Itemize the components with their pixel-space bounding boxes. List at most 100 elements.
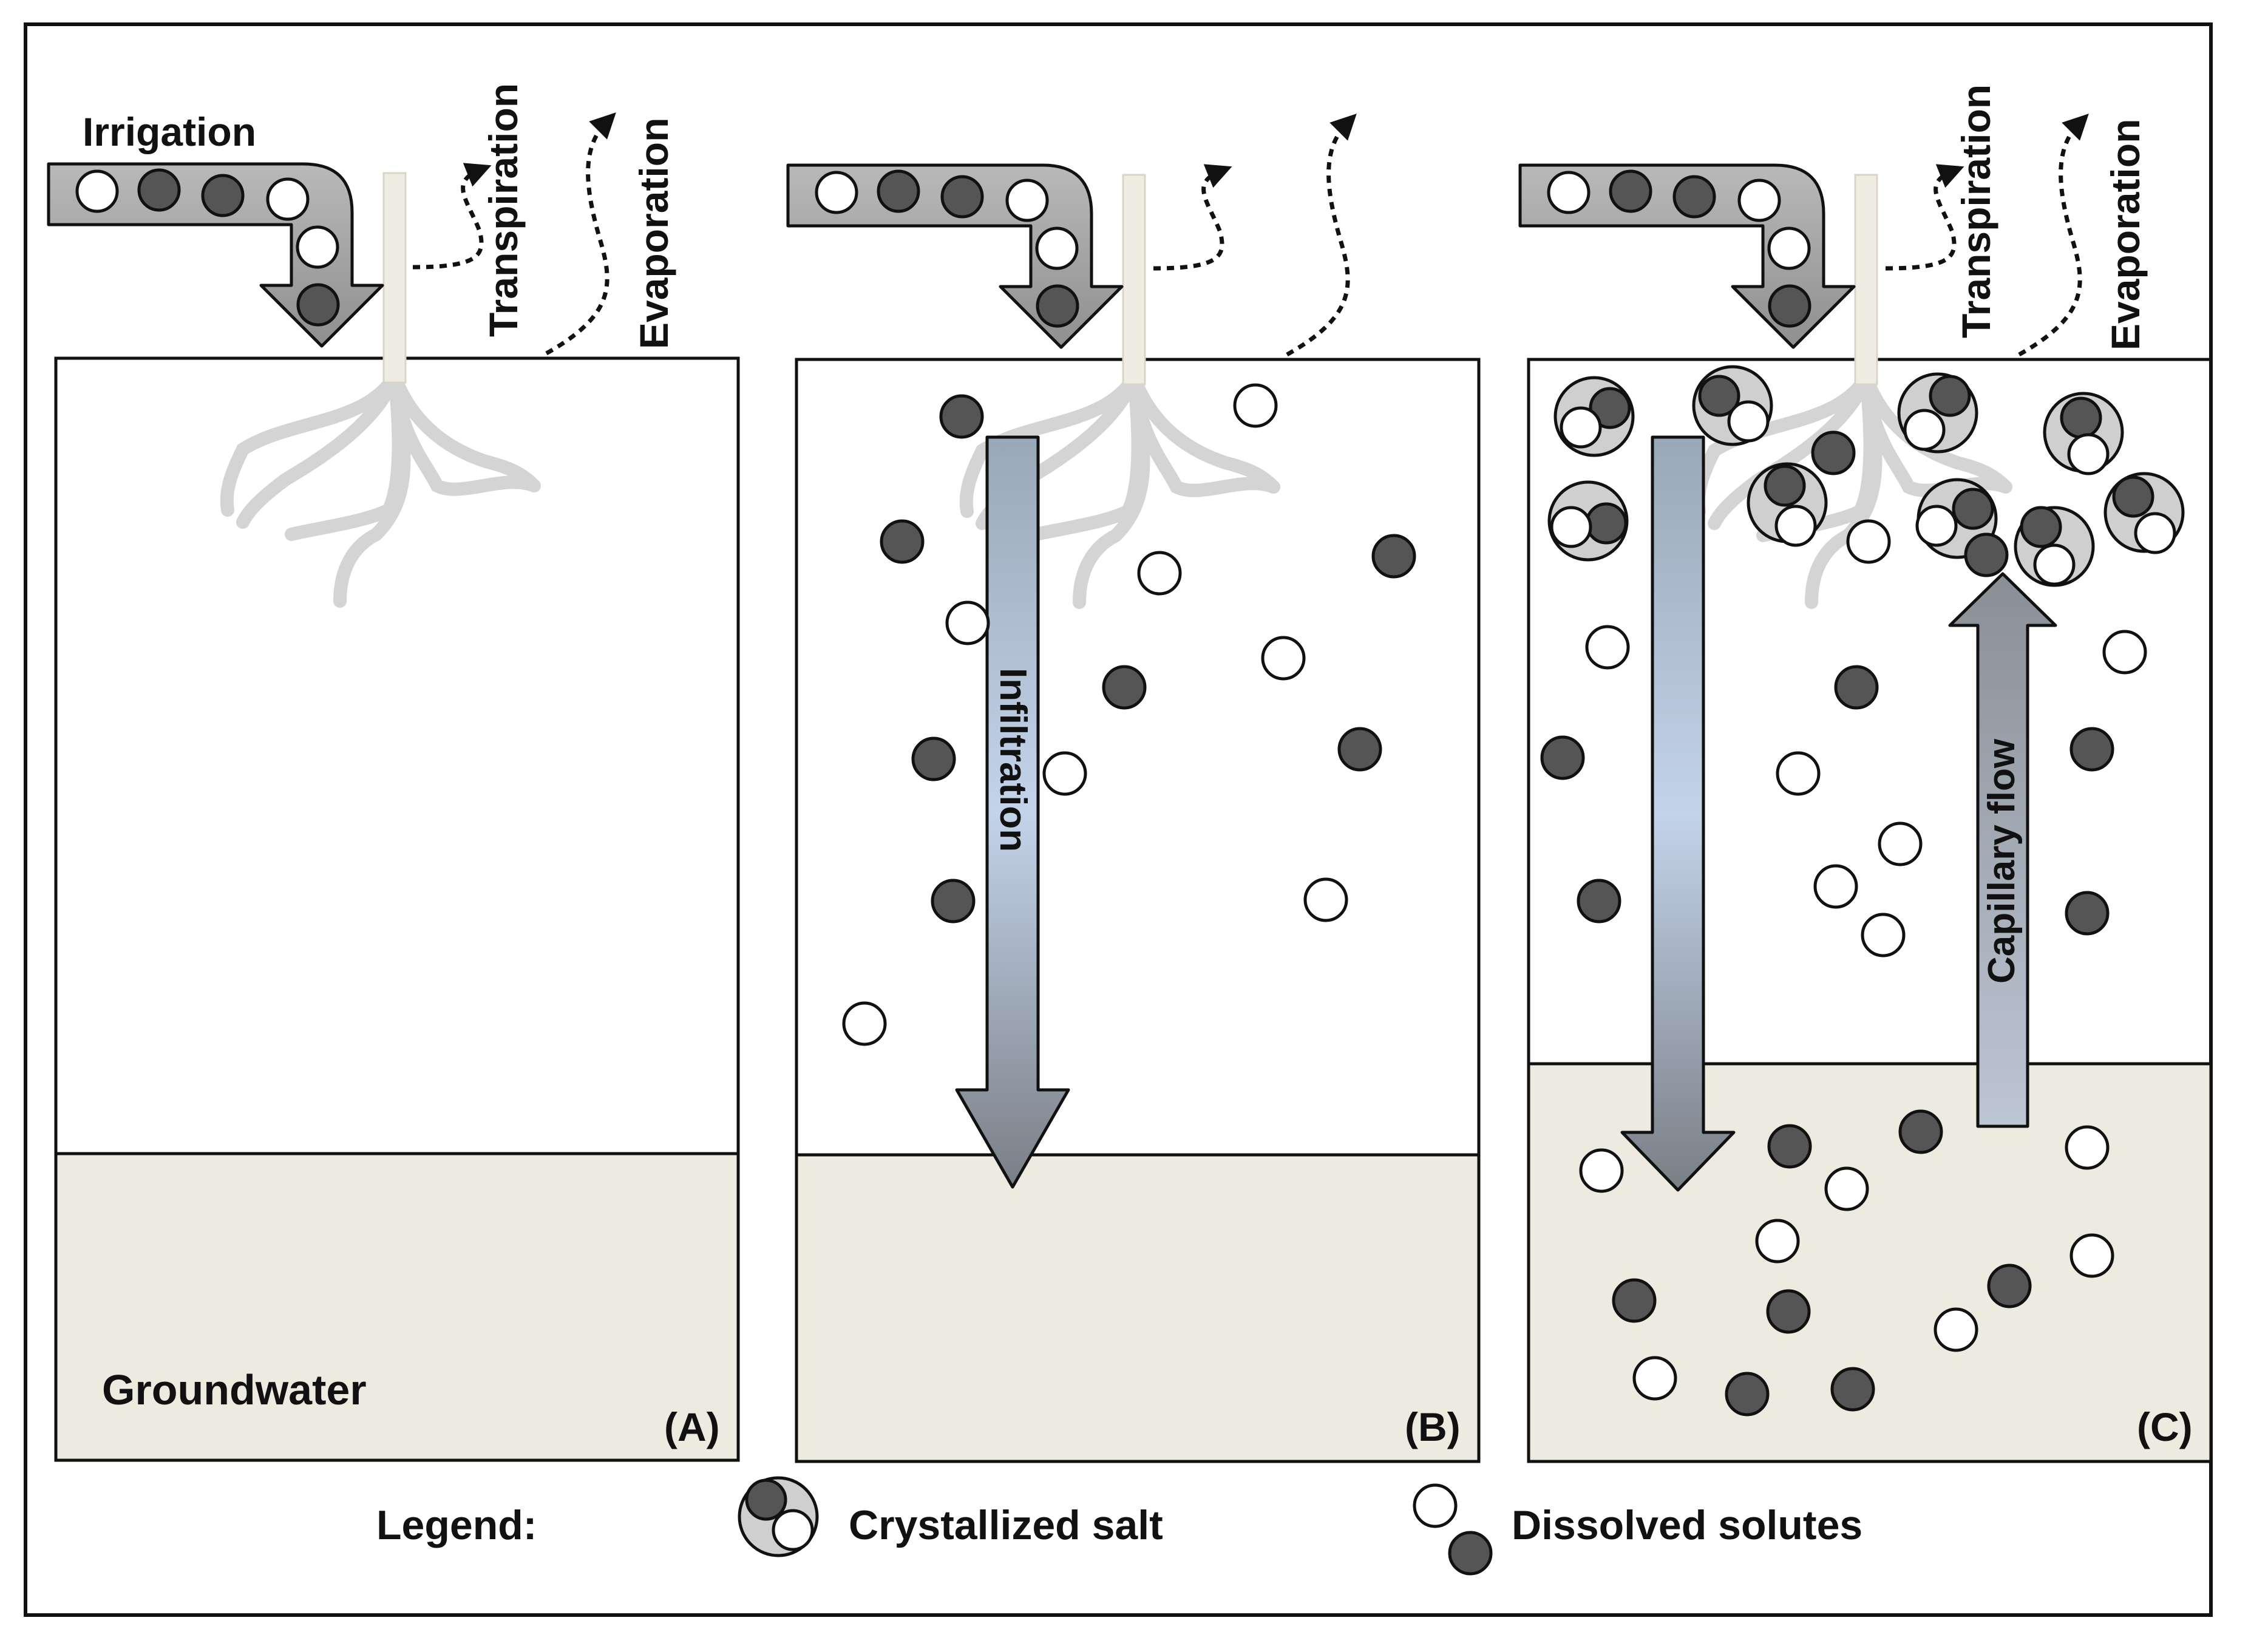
solute-particle-dark xyxy=(1898,1109,1943,1154)
transpiration-arrow-icon xyxy=(1885,164,1964,271)
crystal-cluster-icon xyxy=(1747,462,1828,547)
dissolved-solutes xyxy=(1540,430,2147,1417)
solute-particle-light xyxy=(1042,751,1087,796)
capillary-flow-arrow-icon xyxy=(1948,572,2057,1128)
solute-particle-light xyxy=(2069,1233,2114,1278)
solute-particle-light xyxy=(1585,625,1630,670)
solute-particle-dark xyxy=(1540,735,1585,780)
solute-particle-light xyxy=(1767,226,1811,270)
solute-particle-light xyxy=(1813,864,1858,909)
solute-particle-dark xyxy=(931,879,976,924)
transpiration-arrow-icon xyxy=(1153,164,1232,271)
solute-particle-dark xyxy=(1577,879,1621,924)
plant-stem-icon xyxy=(382,172,407,384)
solute-particle-light xyxy=(1755,1219,1800,1264)
crystal-cluster-icon xyxy=(2103,472,2185,554)
solute-particle-light xyxy=(1261,636,1306,681)
solute-particle-light xyxy=(1737,179,1781,222)
panel-b: Infiltration (B) xyxy=(786,114,1481,1463)
solute-particle-light xyxy=(1861,913,1906,958)
crystal-cluster-icon xyxy=(1553,376,1635,457)
solute-particle-light xyxy=(266,177,310,221)
solute-particle-dark xyxy=(880,519,925,564)
groundwater-zone xyxy=(56,1154,738,1460)
solute-particle-dark xyxy=(201,174,245,217)
solute-particle-dark xyxy=(1102,665,1147,710)
evaporation-arrow-icon xyxy=(2018,114,2089,357)
solute-particle-dark xyxy=(1834,665,1879,710)
evaporation-label: Evaporation xyxy=(631,118,676,349)
crystal-cluster-icon xyxy=(738,1476,819,1557)
legend: Legend: Crystallized salt Dissolved solu… xyxy=(376,1476,1862,1576)
evaporation-arrow-icon xyxy=(545,112,616,356)
crystal-cluster-icon xyxy=(1897,372,1978,454)
crystal-cluster-icon xyxy=(1692,365,1773,446)
capillary-flow-label: Capillary flow xyxy=(1981,738,2023,984)
solute-particle-light xyxy=(1846,519,1891,564)
solute-particle-dark xyxy=(1767,1124,1812,1169)
solute-particle-dark xyxy=(1964,532,2009,577)
transpiration-arrow-icon xyxy=(412,163,492,270)
panel-c-label: (C) xyxy=(2137,1404,2193,1449)
panel-a: Irrigation Transpiration Evaporation Gro… xyxy=(47,83,740,1462)
evaporation-arrow-icon xyxy=(1286,114,1357,357)
solute-particle-dark xyxy=(1337,727,1382,772)
solute-particle-dark xyxy=(1036,284,1079,328)
solute-particle-dark xyxy=(1811,430,1856,475)
plant-stem-icon xyxy=(1122,174,1146,386)
irrigation-arrow-icon xyxy=(47,162,384,348)
solute-particle-dark xyxy=(1725,1372,1770,1417)
solute-particle-dark xyxy=(137,168,181,212)
solute-particle-light xyxy=(75,169,119,213)
solute-particle-light xyxy=(1824,1166,1869,1211)
panel-b-label: (B) xyxy=(1405,1404,1461,1449)
infiltration-arrow-icon xyxy=(1620,435,1736,1192)
infiltration-arrow-icon xyxy=(955,435,1070,1189)
panel-a-label: (A) xyxy=(664,1404,720,1449)
transpiration-label: Transpiration xyxy=(481,83,526,337)
solute-particle-dark xyxy=(877,169,920,213)
irrigation-label: Irrigation xyxy=(83,109,256,154)
solute-particle-dark xyxy=(1612,1278,1657,1323)
solute-particle-light xyxy=(1579,1148,1624,1193)
solute-particle-light xyxy=(1233,383,1278,428)
solute-particle-light xyxy=(1776,751,1821,796)
solute-particle-light xyxy=(2102,630,2147,675)
groundwater-label: Groundwater xyxy=(102,1366,367,1413)
irrigation-arrow-icon xyxy=(786,163,1124,349)
legend-dissolved-solutes: Dissolved solutes xyxy=(1512,1502,1862,1548)
solute-particle-dark xyxy=(1766,1289,1811,1334)
transpiration-label: Transpiration xyxy=(1954,84,1998,338)
crystal-cluster-icon xyxy=(1547,480,1629,562)
solute-particle-light xyxy=(842,1001,887,1046)
solute-particle-dark xyxy=(939,394,984,439)
crystal-cluster-icon xyxy=(2014,506,2095,587)
groundwater-zone xyxy=(796,1155,1479,1461)
solute-particle-light xyxy=(945,600,990,645)
solute-particle-dark xyxy=(1371,534,1416,579)
solute-particle-light xyxy=(1137,551,1182,596)
solute-particle-light xyxy=(1878,822,1923,866)
crystal-cluster-icon xyxy=(2043,392,2124,475)
solute-particle-light xyxy=(1632,1356,1677,1401)
solute-particle-light xyxy=(1005,179,1049,222)
legend-crystallized-salt: Crystallized salt xyxy=(849,1502,1163,1548)
solute-particle-light xyxy=(296,225,339,269)
root-system-icon xyxy=(220,370,541,608)
solute-particle-dark xyxy=(911,736,956,781)
solute-particle-dark xyxy=(296,283,340,327)
crystallized-salts xyxy=(1547,365,2185,587)
solute-particle-dark xyxy=(1672,175,1716,219)
infiltration-label: Infiltration xyxy=(992,668,1034,852)
solute-particle-light xyxy=(1547,171,1591,214)
solute-particle-dark xyxy=(2065,891,2110,936)
dissolved-solutes xyxy=(842,383,1416,1046)
solute-particle-light xyxy=(1035,226,1079,270)
dissolved-solutes-icon xyxy=(1413,1483,1493,1576)
solute-particle-dark xyxy=(2069,727,2114,772)
irrigation-arrow-icon xyxy=(1518,163,1856,349)
panel-c: Transpiration Evaporation Capillary flow xyxy=(1518,84,2213,1463)
evaporation-label: Evaporation xyxy=(2103,119,2148,350)
solute-particle-dark xyxy=(1987,1264,2032,1308)
